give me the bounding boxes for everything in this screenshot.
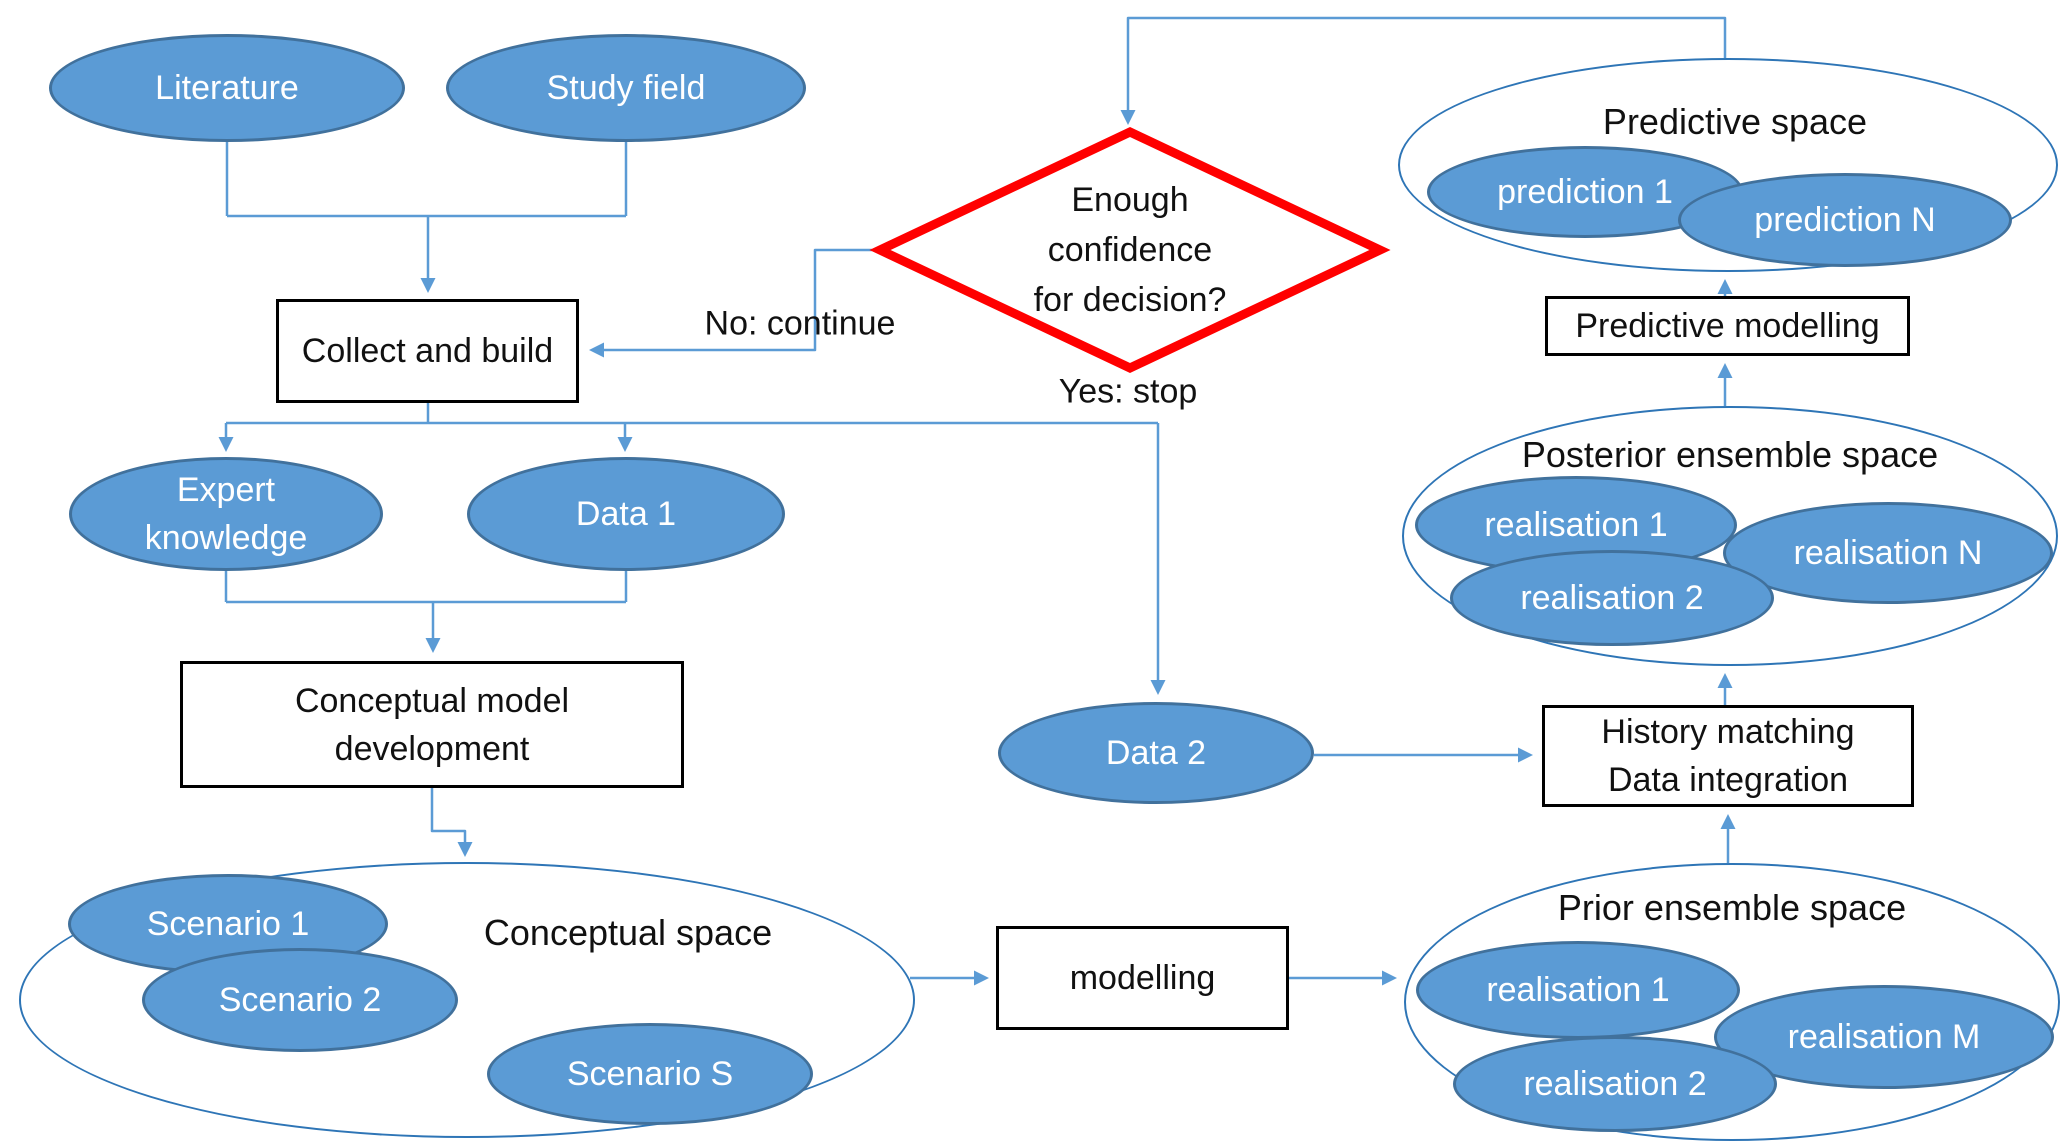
posterior-ensemble-space-title: Posterior ensemble space — [1521, 434, 1939, 475]
decision-diamond — [869, 127, 1391, 373]
connector-literature-studyfield-join — [225, 142, 628, 218]
decision-question-line2: confidence — [1047, 231, 1213, 269]
no-continue-label: No: continue — [704, 304, 896, 343]
data-1-node: Data 1 — [467, 457, 785, 571]
data-1-label: Data 1 — [575, 495, 677, 533]
conceptual-model-development-box: Conceptual model development — [180, 661, 684, 788]
decision-question-line3: for decision? — [1033, 281, 1227, 319]
expert-knowledge-label-line2: knowledge — [144, 519, 308, 557]
data-2-label: Data 2 — [1105, 734, 1207, 772]
arrow-predictive-to-decision — [1120, 16, 1727, 125]
prediction-1-node: prediction 1 — [1427, 146, 1743, 238]
posterior-realisation-1-label: realisation 1 — [1484, 506, 1668, 544]
prior-ensemble-space-title: Prior ensemble space — [1557, 887, 1907, 928]
prior-realisation-m-label: realisation M — [1787, 1018, 1981, 1056]
collect-and-build-label: Collect and build — [301, 332, 554, 370]
literature-label: Literature — [155, 69, 299, 107]
conceptual-dev-label-line2: development — [334, 729, 530, 768]
yes-stop-label: Yes: stop — [1058, 372, 1198, 411]
prior-realisation-2-node: realisation 2 — [1453, 1036, 1777, 1132]
collect-and-build-box: Collect and build — [276, 299, 579, 403]
expert-knowledge-label-line1: Expert — [176, 471, 276, 509]
expert-knowledge-node: Expert knowledge — [69, 457, 383, 571]
scenario-2-label: Scenario 2 — [218, 981, 382, 1019]
study-field-node: Study field — [446, 34, 806, 142]
history-matching-box: History matching Data integration — [1542, 705, 1914, 807]
decision-question: Enough confidence for decision? — [1034, 175, 1227, 325]
modelling-box: modelling — [996, 926, 1289, 1030]
posterior-realisation-2-label: realisation 2 — [1520, 579, 1704, 617]
history-matching-label-line1: History matching — [1601, 713, 1855, 751]
data-2-node: Data 2 — [998, 702, 1314, 804]
prediction-n-label: prediction N — [1754, 201, 1936, 239]
posterior-realisation-2-node: realisation 2 — [1450, 550, 1774, 646]
predictive-modelling-label: Predictive modelling — [1575, 307, 1880, 345]
literature-node: Literature — [49, 34, 405, 142]
posterior-realisation-n-label: realisation N — [1793, 534, 1983, 572]
prior-realisation-m-node: realisation M — [1714, 985, 2054, 1089]
decision-question-line1: Enough — [1071, 181, 1189, 219]
modelling-label: modelling — [1069, 959, 1216, 997]
conceptual-space-title: Conceptual space — [483, 912, 773, 953]
scenario-2-node: Scenario 2 — [142, 948, 458, 1052]
conceptual-dev-label-line1: Conceptual model — [294, 681, 570, 720]
arrow-decision-no-to-collect — [589, 248, 872, 358]
prior-realisation-1-label: realisation 1 — [1486, 971, 1670, 1009]
history-matching-label-line2: Data integration — [1607, 761, 1849, 799]
prediction-1-label: prediction 1 — [1497, 173, 1673, 211]
scenario-1-label: Scenario 1 — [146, 905, 310, 943]
connector-expert-data1-join — [224, 570, 628, 604]
prior-realisation-1-node: realisation 1 — [1416, 941, 1740, 1039]
prior-realisation-2-label: realisation 2 — [1523, 1065, 1707, 1103]
predictive-space-title: Predictive space — [1602, 101, 1868, 142]
predictive-modelling-box: Predictive modelling — [1545, 296, 1910, 356]
prediction-n-node: prediction N — [1678, 173, 2012, 267]
arrow-conceptualdev-to-conceptual-space — [430, 788, 473, 857]
scenario-s-node: Scenario S — [487, 1023, 813, 1125]
study-field-label: Study field — [546, 69, 706, 107]
posterior-realisation-n-node: realisation N — [1723, 502, 2053, 604]
scenario-s-label: Scenario S — [566, 1055, 734, 1093]
connector-collect-distribution — [226, 403, 1158, 425]
